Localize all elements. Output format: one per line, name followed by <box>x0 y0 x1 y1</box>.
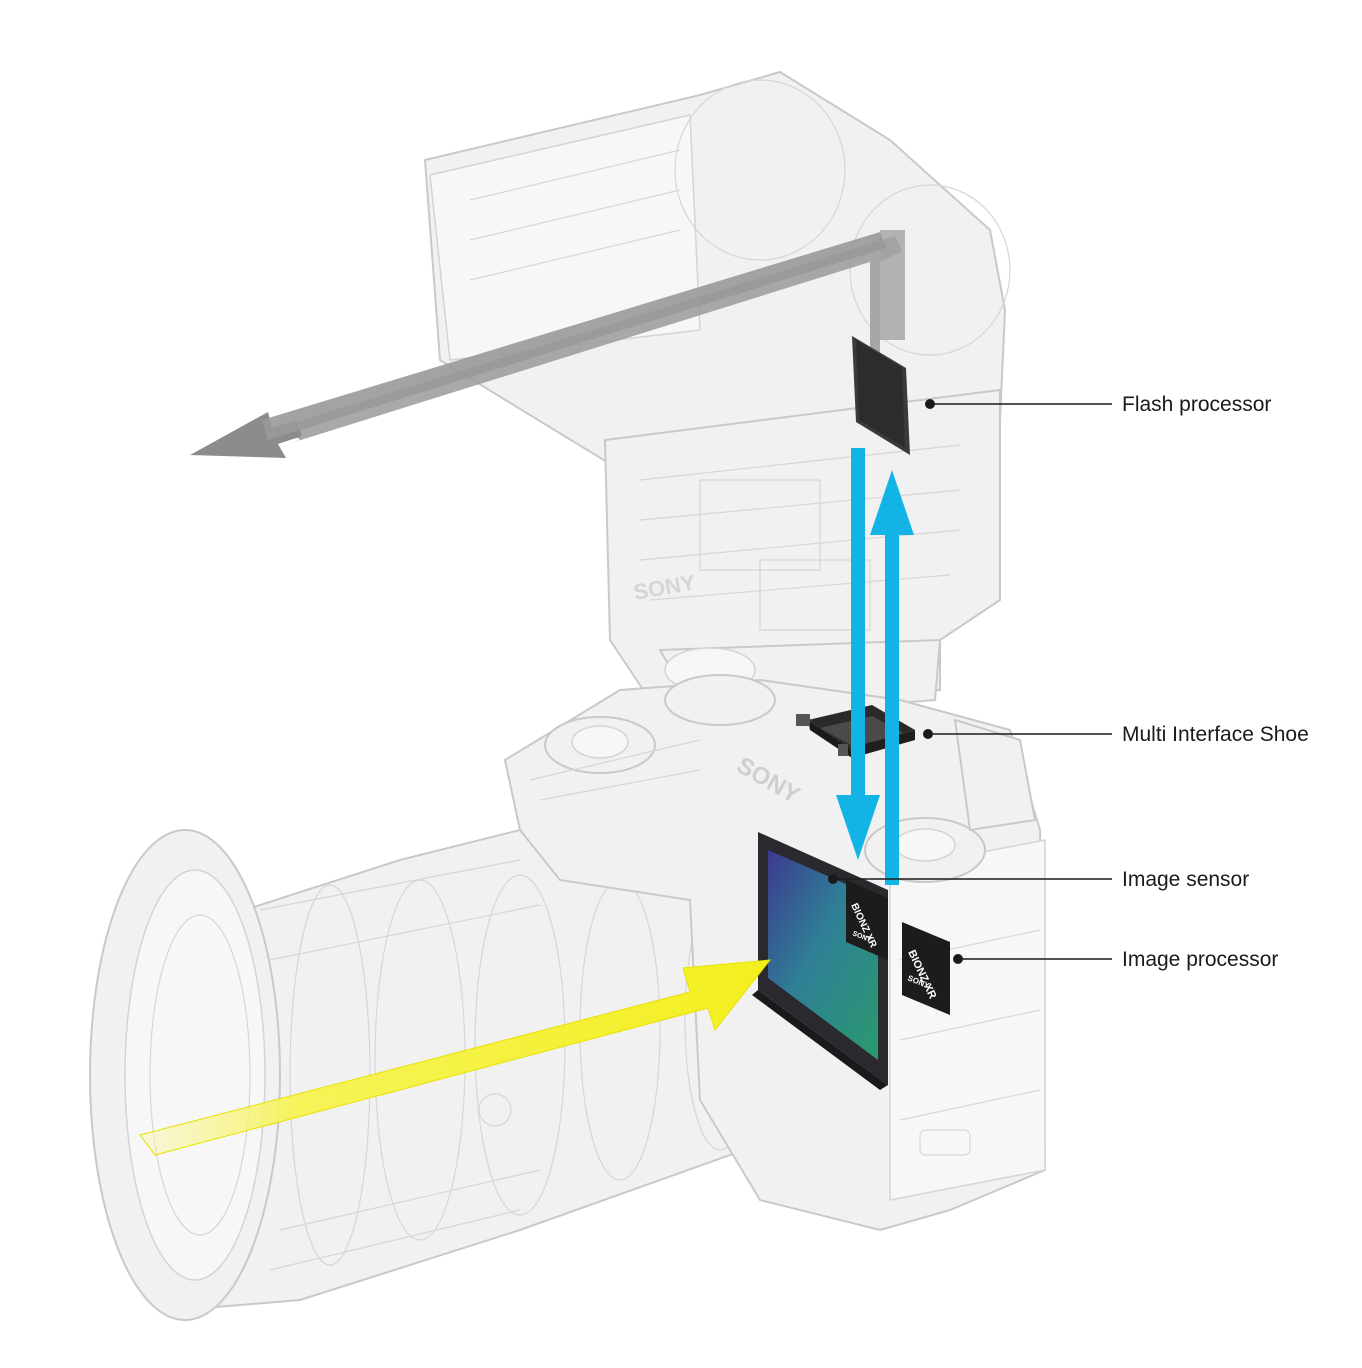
callout-multi-interface-shoe: Multi Interface Shoe <box>923 723 1309 746</box>
flash-unit-illustration: SONY <box>423 70 1011 722</box>
label-image-processor: Image processor <box>1122 948 1278 971</box>
label-image-sensor: Image sensor <box>1122 868 1249 891</box>
label-multi-interface-shoe: Multi Interface Shoe <box>1122 723 1309 746</box>
callout-image-sensor: Image sensor <box>828 868 1249 891</box>
signal-arrows <box>836 448 914 885</box>
callout-image-processor: Image processor <box>953 948 1278 971</box>
upward-signal-arrow-shaft <box>885 530 899 885</box>
callout-flash-processor: Flash processor <box>925 393 1271 416</box>
downward-signal-arrow-shaft <box>851 448 865 800</box>
secondary-processor-chip: BIONZ XR SONY <box>846 880 888 960</box>
incoming-light-arrow <box>139 959 772 1156</box>
flash-beam-arrow <box>190 230 905 458</box>
image-processor-chip: BIONZ XR SONY <box>902 922 950 1015</box>
flash-processor-chip <box>852 336 910 455</box>
label-flash-processor: Flash processor <box>1122 393 1271 416</box>
upward-signal-arrow-head <box>870 470 914 535</box>
downward-signal-arrow-head <box>836 795 880 860</box>
